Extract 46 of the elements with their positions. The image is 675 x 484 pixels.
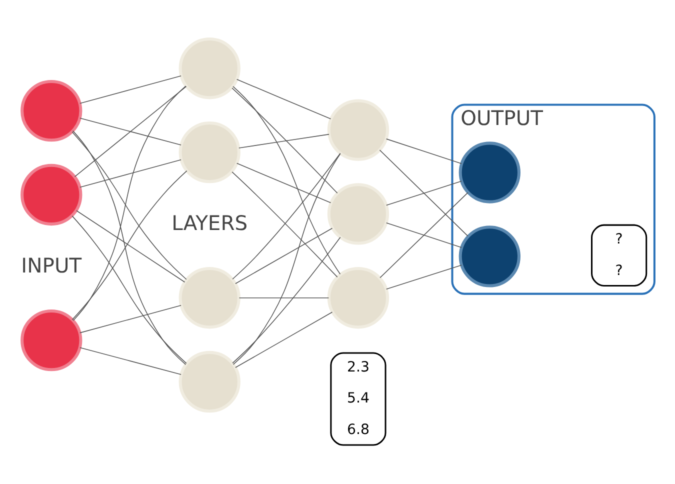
connector bbox=[235, 312, 333, 368]
connector bbox=[380, 192, 468, 278]
connector bbox=[386, 264, 462, 290]
label: LAYERS bbox=[172, 211, 248, 236]
connector bbox=[232, 153, 341, 365]
node-circle bbox=[327, 267, 390, 329]
connector bbox=[232, 172, 338, 278]
node-circle bbox=[458, 226, 520, 288]
connector bbox=[236, 162, 332, 204]
node-circle bbox=[178, 121, 240, 184]
connector bbox=[72, 216, 187, 364]
node-circle bbox=[20, 164, 82, 226]
connector bbox=[74, 86, 187, 178]
connector bbox=[238, 134, 330, 148]
connector bbox=[76, 210, 186, 283]
connector bbox=[72, 86, 186, 321]
node-circle bbox=[327, 183, 390, 245]
connector bbox=[80, 304, 182, 334]
node-circle bbox=[178, 267, 240, 329]
connector bbox=[386, 222, 462, 248]
connector bbox=[80, 75, 182, 104]
connector bbox=[72, 130, 186, 365]
node-circle bbox=[327, 99, 390, 161]
node-circle bbox=[458, 142, 520, 204]
connector bbox=[80, 347, 182, 375]
node-circle bbox=[178, 38, 240, 100]
connector bbox=[379, 150, 468, 236]
connector bbox=[386, 180, 462, 206]
connector bbox=[232, 236, 341, 364]
connector bbox=[232, 86, 341, 275]
connector bbox=[386, 138, 462, 164]
node-circle bbox=[20, 80, 82, 142]
connector bbox=[232, 88, 338, 194]
node-box: ? ? bbox=[591, 224, 648, 286]
connector bbox=[232, 152, 341, 280]
connector bbox=[72, 132, 187, 280]
connector bbox=[72, 170, 188, 320]
label: INPUT bbox=[21, 254, 82, 278]
node-box: 2.3 5.4 6.8 bbox=[330, 352, 386, 446]
connector bbox=[235, 228, 333, 284]
connector bbox=[236, 79, 332, 120]
node-circle bbox=[178, 350, 240, 413]
connector bbox=[80, 118, 182, 146]
connector bbox=[238, 297, 330, 298]
connector bbox=[80, 159, 182, 188]
node-circle bbox=[20, 309, 82, 372]
